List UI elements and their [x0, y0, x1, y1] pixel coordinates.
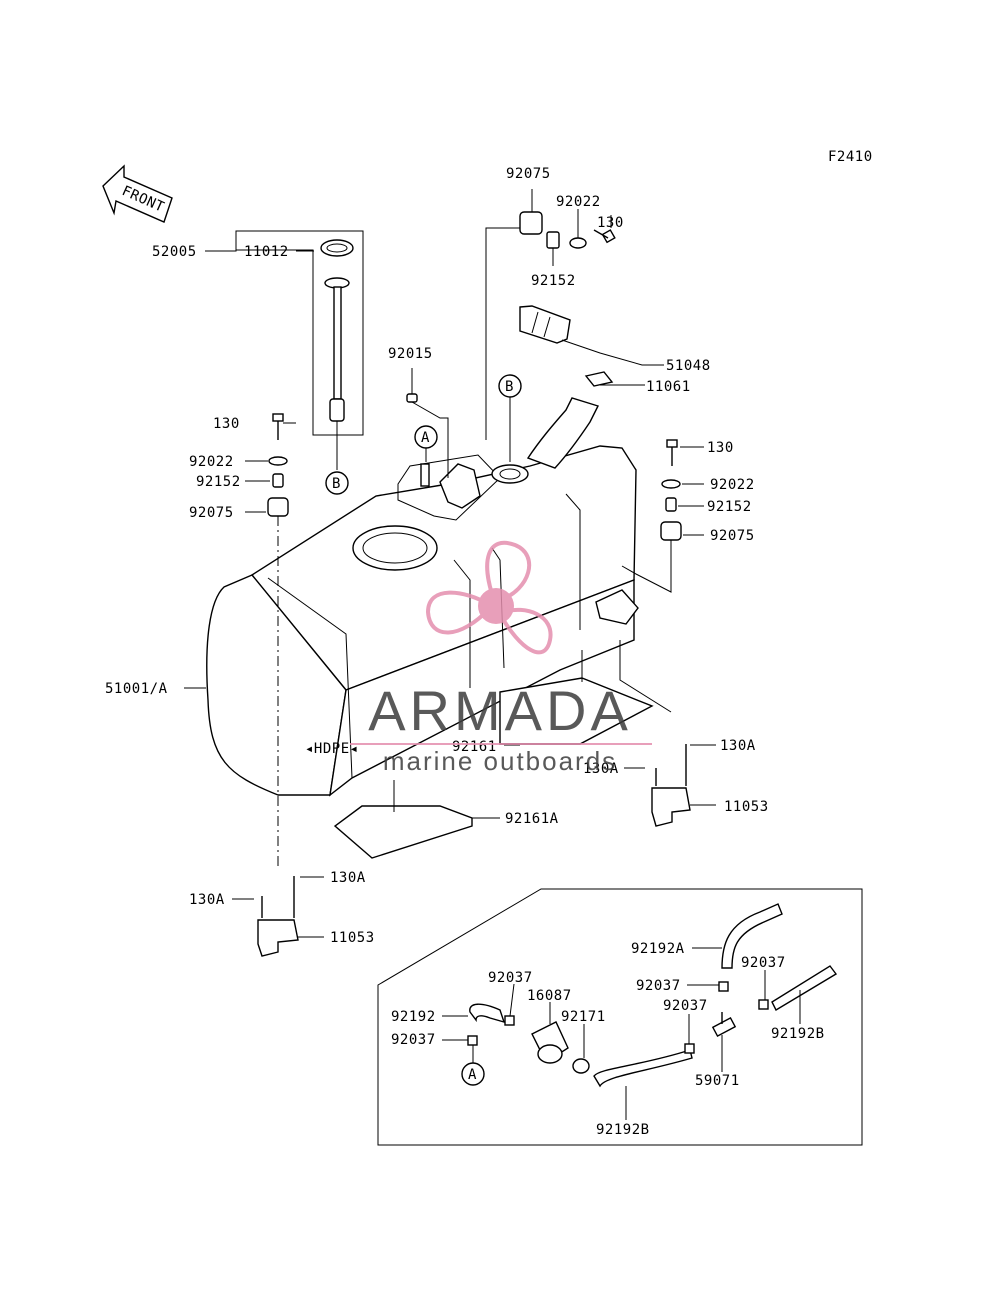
callout-51048: 51048 [666, 358, 711, 374]
svg-text:A: A [468, 1067, 477, 1083]
callout-11053-left: 11053 [330, 930, 375, 946]
watermark-tagline: marine outboards [383, 746, 617, 776]
pad-92161a [333, 780, 500, 859]
callout-130a-r2: 130A [583, 761, 619, 777]
right-mount-hardware [621, 439, 682, 593]
hose-92192 [469, 1003, 506, 1024]
clamp-b [467, 1035, 478, 1046]
filler-neck [526, 397, 599, 469]
clamp-c [718, 981, 729, 992]
callout-92037-d: 92037 [663, 998, 708, 1014]
front-arrow-icon: FRONT [102, 164, 173, 223]
callout-92037-e: 92037 [391, 1032, 436, 1048]
gasket-ring [320, 239, 354, 257]
fuel-sender-assembly [205, 230, 364, 470]
callout-92161a: 92161A [505, 811, 559, 827]
filter-92171 [572, 1058, 590, 1074]
grommet-92015 [406, 368, 449, 478]
hose-92192a [721, 903, 783, 969]
bracket-11053-left [232, 876, 324, 957]
callout-130a-l2: 130A [189, 892, 225, 908]
sender-tube [333, 286, 342, 400]
callout-59071: 59071 [695, 1073, 740, 1089]
callout-130a-l1: 130A [330, 870, 366, 886]
clamp-a [504, 1015, 515, 1026]
callout-92192b-bottom: 92192B [596, 1122, 650, 1138]
callout-92192a: 92192A [631, 941, 685, 957]
watermark-brand: ARMADA [368, 679, 632, 742]
figure-code: F2410 [828, 149, 873, 165]
callout-92075-top: 92075 [506, 166, 551, 182]
callout-92192: 92192 [391, 1009, 436, 1025]
callout-92022-top: 92022 [556, 194, 601, 210]
svg-text:B: B [332, 476, 341, 492]
callout-11012: 11012 [244, 244, 289, 260]
gasket-strip [584, 371, 614, 387]
callout-92037-b: 92037 [636, 978, 681, 994]
callout-92171: 92171 [561, 1009, 606, 1025]
callout-92152-top: 92152 [531, 273, 576, 289]
joint-59071 [711, 1012, 737, 1038]
callout-92022-right: 92022 [710, 477, 755, 493]
callout-92152-right: 92152 [707, 499, 752, 515]
clamp-d [758, 999, 769, 1010]
callout-92192b-right: 92192B [771, 1026, 825, 1042]
callout-92075-right: 92075 [710, 528, 755, 544]
fuel-tank: ◂HDPE◂ [206, 397, 639, 797]
watermark: ARMADA marine outboards [350, 541, 652, 776]
rear-mount-pocket [595, 589, 639, 625]
callout-92015: 92015 [388, 346, 433, 362]
ref-mark-a-top: A [414, 425, 438, 462]
callout-16087: 16087 [527, 988, 572, 1004]
bolt-top-icon [593, 229, 616, 244]
callout-92022-left: 92022 [189, 454, 234, 470]
callout-130-right: 130 [707, 440, 734, 456]
left-mount-hardware [267, 413, 289, 870]
ref-mark-b-left: B [325, 471, 349, 495]
ref-mark-b-top: B [498, 374, 522, 462]
sender-float [329, 398, 345, 422]
callout-130a-r1: 130A [720, 738, 756, 754]
top-mount-hardware [485, 189, 616, 440]
hdpe-mark: ◂HDPE◂ [305, 741, 359, 757]
filler-neck-parts [519, 305, 664, 387]
callout-11053-right: 11053 [724, 799, 769, 815]
cap-seat [491, 464, 529, 484]
svg-text:B: B [505, 379, 514, 395]
washer-top [569, 237, 587, 249]
bracket-11053-right [619, 640, 716, 827]
label-plate [519, 305, 571, 344]
fitting-bracket [439, 463, 481, 509]
callout-130-left: 130 [213, 416, 240, 432]
us-hose-inset: A [377, 888, 863, 1146]
hose-92192b-bottom [593, 1049, 693, 1088]
callout-52005: 52005 [152, 244, 197, 260]
callout-92037-a: 92037 [488, 970, 533, 986]
grommet-top [519, 211, 543, 235]
callout-130-top: 130 [597, 215, 624, 231]
fuel-pump-16087 [531, 1021, 569, 1064]
fitting-a [420, 463, 430, 487]
callout-92152-left: 92152 [196, 474, 241, 490]
callout-labels: 52005 11012 92015 92075 92022 130 92152 … [105, 166, 825, 1138]
callout-92037-c: 92037 [741, 955, 786, 971]
hose-92192b-right [771, 965, 838, 1011]
callout-51001a: 51001/A [105, 681, 168, 697]
propeller-logo-icon [425, 541, 553, 655]
callout-92075-left: 92075 [189, 505, 234, 521]
svg-text:A: A [421, 430, 430, 446]
callout-11061: 11061 [646, 379, 691, 395]
collar-top [546, 231, 560, 249]
clamp-e [684, 1043, 695, 1054]
